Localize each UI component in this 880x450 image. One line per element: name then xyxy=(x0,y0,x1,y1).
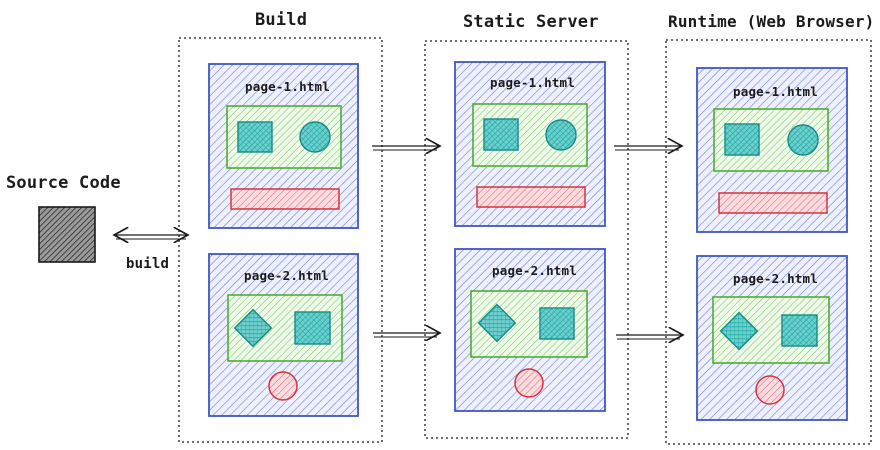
server-page-2 xyxy=(454,248,606,412)
build-page-1-title: page-1.html xyxy=(245,79,330,94)
teal-square xyxy=(724,123,760,156)
teal-square xyxy=(781,314,818,347)
teal-circle xyxy=(545,119,577,151)
teal-circle xyxy=(299,121,331,153)
teal-square xyxy=(539,307,575,340)
teal-circle xyxy=(787,124,819,156)
build-page-2-title: page-2.html xyxy=(244,268,329,283)
server-page-1 xyxy=(454,61,606,227)
arrow-server-to-runtime-1 xyxy=(614,146,682,150)
runtime-column-container xyxy=(665,39,872,445)
build-page-1 xyxy=(208,63,359,229)
server-page-2-title: page-2.html xyxy=(492,263,577,278)
source-code-block xyxy=(38,206,96,263)
arrow-build-to-server-2 xyxy=(373,333,440,337)
runtime-page-1 xyxy=(696,67,848,233)
teal-diamond xyxy=(719,311,759,351)
red-bar xyxy=(718,192,828,214)
runtime-page-2 xyxy=(696,255,848,421)
static-server-column-container xyxy=(424,40,629,439)
teal-square xyxy=(237,121,273,153)
build-arrow xyxy=(114,235,188,239)
build-column-title: Build xyxy=(255,10,308,30)
red-circle xyxy=(755,375,785,405)
teal-square xyxy=(483,118,519,151)
runtime-page-2-title: page-2.html xyxy=(733,271,818,286)
source-code-title: Source Code xyxy=(6,173,121,193)
arrow-server-to-runtime-2 xyxy=(616,335,683,339)
teal-diamond xyxy=(233,308,273,348)
red-circle xyxy=(268,371,298,401)
server-page-1-title: page-1.html xyxy=(490,75,575,90)
teal-square xyxy=(294,311,331,345)
build-edge-label: build xyxy=(126,256,170,272)
build-page-2 xyxy=(208,253,359,417)
red-bar xyxy=(230,188,340,210)
build-column-container xyxy=(178,37,383,443)
arrow-build-to-server-1 xyxy=(372,146,440,150)
static-server-column-title: Static Server xyxy=(463,12,599,32)
red-circle xyxy=(514,368,544,398)
runtime-page-1-title: page-1.html xyxy=(733,84,818,99)
runtime-column-title: Runtime (Web Browser) xyxy=(668,12,875,31)
red-bar xyxy=(476,186,586,208)
teal-diamond xyxy=(477,303,517,343)
